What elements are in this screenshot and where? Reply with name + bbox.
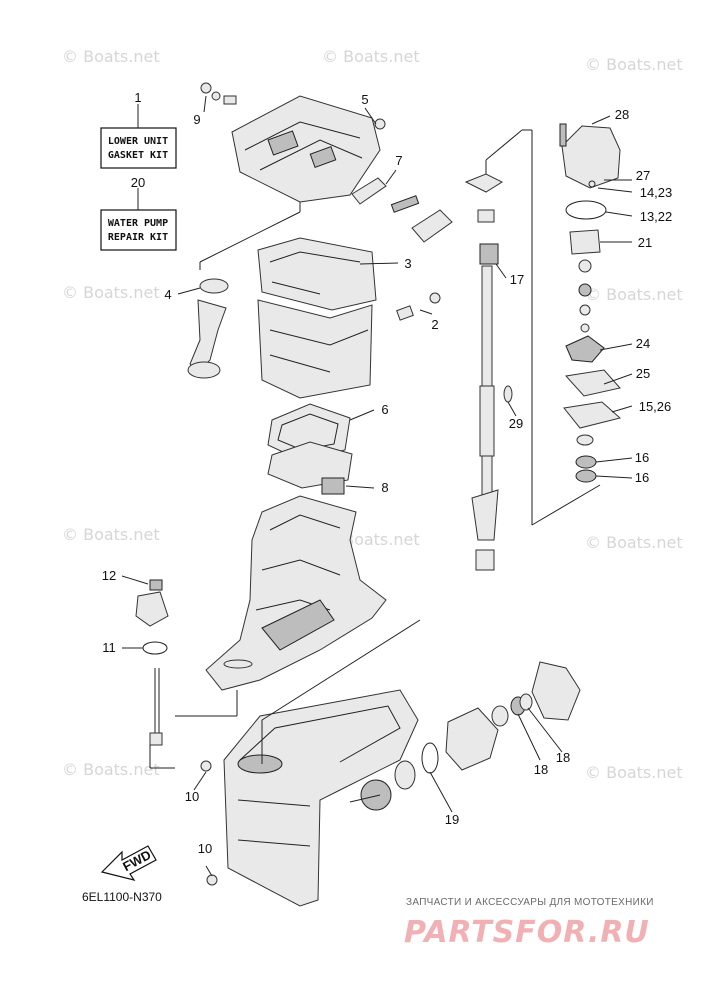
brand-footer: ЗАПЧАСТИ И АКСЕССУАРЫ ДЛЯ МОТОТЕХНИКИ PA… (404, 897, 654, 950)
callout-13-22: 13,22 (640, 209, 673, 224)
oil-strainer (187, 278, 229, 379)
callout-6: 6 (381, 402, 388, 417)
fwd-arrow: FWD (100, 845, 157, 881)
leader-lines (121, 95, 633, 877)
shift-rod-assembly (135, 579, 169, 746)
callout-28: 28 (615, 107, 629, 122)
watermark-1: © Boats.net (62, 47, 160, 66)
pump-kit-line1: WATER PUMP (108, 218, 168, 229)
callout-3: 3 (404, 256, 411, 271)
callout-17: 17 (510, 272, 524, 287)
callout-14-23: 14,23 (640, 185, 673, 200)
gasket-kit-box: LOWER UNIT GASKET KIT (100, 127, 177, 169)
callout-9: 9 (193, 112, 200, 127)
callout-2: 2 (431, 317, 438, 332)
gear-case (200, 689, 419, 907)
watermark-3: © Boats.net (585, 55, 683, 74)
watermark-6: © Boats.net (62, 525, 160, 544)
damper-8 (321, 477, 345, 495)
upper-casing-cover (200, 82, 386, 203)
callout-1: 1 (134, 90, 141, 105)
water-pump (559, 123, 622, 483)
callout-15-26: 15,26 (639, 399, 672, 414)
diagram-code: 6EL1100-N370 (82, 890, 162, 904)
watermark-9: © Boats.net (62, 760, 160, 779)
watermark-5: © Boats.net (585, 285, 683, 304)
callout-19: 19 (445, 812, 459, 827)
watermark-10: © Boats.net (585, 763, 683, 782)
watermark-8: © Boats.net (585, 533, 683, 552)
callout-16-b: 16 (635, 470, 649, 485)
brand-logo: PARTSFOR.RU (404, 915, 650, 950)
callout-12: 12 (102, 568, 116, 583)
callout-21: 21 (638, 235, 652, 250)
gasket-kit-line2: GASKET KIT (108, 150, 168, 161)
callout-10-a: 10 (185, 789, 199, 804)
callout-27: 27 (636, 168, 650, 183)
callout-10-b: 10 (198, 841, 212, 856)
callout-16-a: 16 (635, 450, 649, 465)
callout-5: 5 (361, 92, 368, 107)
callout-18-b: 18 (534, 762, 548, 777)
callout-4: 4 (164, 287, 171, 302)
drive-shaft-housing (257, 237, 441, 399)
brand-tagline: ЗАПЧАСТИ И АКСЕССУАРЫ ДЛЯ МОТОТЕХНИКИ (406, 897, 654, 908)
gasket-kit-line1: LOWER UNIT (108, 136, 168, 147)
callout-29: 29 (509, 416, 523, 431)
watermark-4: © Boats.net (62, 283, 160, 302)
callout-24: 24 (636, 336, 650, 351)
callout-18-a: 18 (556, 750, 570, 765)
callout-7: 7 (395, 153, 402, 168)
lower-casing (205, 495, 387, 691)
callout-25: 25 (636, 366, 650, 381)
gasket-7 (351, 177, 453, 243)
callout-20: 20 (131, 175, 145, 190)
pump-kit-line2: REPAIR KIT (108, 232, 168, 243)
drive-shaft (464, 173, 513, 571)
gasket-6 (267, 403, 353, 489)
pump-kit-box: WATER PUMP REPAIR KIT (100, 209, 177, 251)
propeller-shaft-parts (349, 661, 581, 811)
watermark-2: © Boats.net (322, 47, 420, 66)
callouts: 1 20 9 5 7 3 4 2 6 8 12 11 10 10 28 27 1… (102, 90, 673, 856)
callout-8: 8 (381, 480, 388, 495)
callout-11: 11 (102, 640, 116, 655)
